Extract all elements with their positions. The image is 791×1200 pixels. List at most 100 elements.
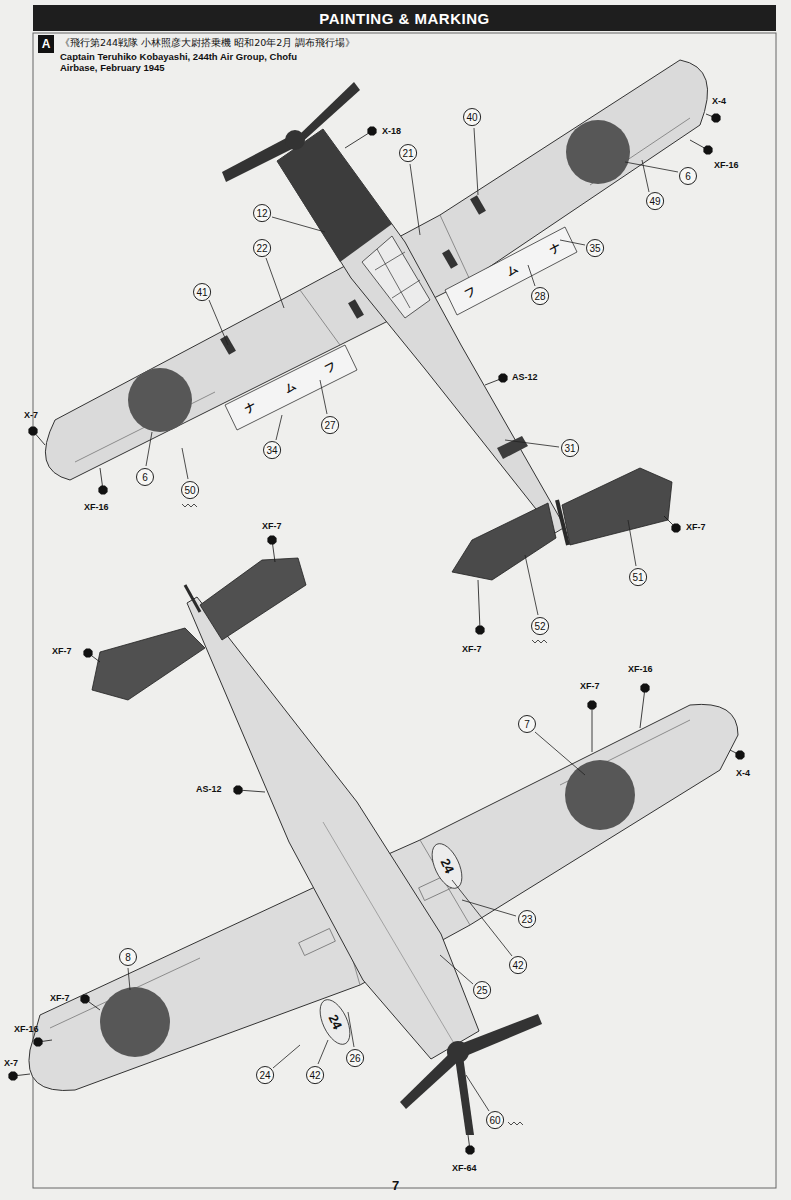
callout-circle-shape: [399, 144, 416, 161]
katakana-marking: ナ: [242, 399, 258, 416]
callout-text: 28: [534, 291, 545, 302]
leader-line: [320, 380, 327, 414]
callout-circle-shape: [629, 568, 646, 585]
color-leader: [592, 705, 593, 752]
callout-number: 42: [306, 1066, 324, 1084]
callout-text: 40: [466, 112, 477, 123]
small-decal-mark: [508, 1122, 523, 1125]
upper-wing: [45, 60, 707, 480]
katakana-marking: フ: [322, 359, 338, 376]
callout-number: 28: [531, 287, 549, 305]
callout-number: 6: [136, 468, 154, 486]
small-decal-mark: [182, 504, 197, 507]
leader-line: [625, 162, 678, 172]
callout-circle-shape: [561, 439, 578, 456]
callout-circle-shape: [321, 416, 338, 433]
callout-text: 27: [324, 420, 335, 431]
callout-text: 7: [524, 719, 530, 730]
leader-line: [535, 732, 585, 775]
color-leader: [640, 688, 645, 728]
leader-line: [628, 520, 636, 566]
gear-well: [299, 928, 336, 955]
marking-letter-box: A: [38, 35, 54, 53]
leader-line: [410, 164, 420, 235]
fuselage: [277, 129, 565, 533]
color-code: XF-7: [580, 681, 600, 692]
leader-line: [266, 258, 284, 308]
color-code: XF-16: [14, 1024, 39, 1035]
color-marker: [498, 373, 507, 382]
callout-number: 52: [531, 617, 549, 635]
callout-circle-shape: [253, 204, 270, 221]
tailplane: [452, 503, 556, 580]
callout-number: 49: [646, 192, 664, 210]
fuselage-band: [497, 436, 528, 459]
callout-number: 40: [463, 108, 481, 126]
callout-number: 27: [321, 416, 339, 434]
callout-number: 12: [253, 204, 271, 222]
leader-line: [466, 1075, 489, 1111]
color-code: XF-7: [462, 644, 482, 655]
propeller-blade: [298, 82, 360, 144]
callout-circle-shape: [253, 239, 270, 256]
callout-text: 35: [589, 243, 600, 254]
leader-line: [440, 955, 473, 984]
callout-circle-shape: [181, 481, 198, 498]
flap: [225, 345, 357, 430]
callout-number: 21: [399, 144, 417, 162]
callout-text: 41: [196, 287, 207, 298]
leader-line: [276, 415, 282, 440]
color-code: XF-16: [714, 160, 739, 171]
color-code: AS-12: [196, 784, 222, 795]
hinomaru: [566, 120, 630, 184]
callout-circle-shape: [256, 1066, 273, 1083]
callout-text: 6: [142, 472, 148, 483]
callout-circle-shape: [193, 283, 210, 300]
color-marker: [475, 625, 484, 634]
color-marker: [587, 700, 596, 709]
callout-circle-shape: [531, 287, 548, 304]
callout-circle-shape: [518, 910, 535, 927]
callout-circle-shape: [473, 981, 490, 998]
page-number: 7: [392, 1178, 399, 1194]
callout-number: 60: [486, 1111, 504, 1129]
callout-circle-shape: [306, 1066, 323, 1083]
katakana-marking: フ: [462, 284, 478, 301]
callout-number: 42: [509, 956, 527, 974]
color-marker: [80, 994, 89, 1003]
callout-text: 23: [521, 914, 532, 925]
tailplane: [200, 558, 306, 640]
callout-number: 22: [253, 239, 271, 257]
color-code: XF-7: [52, 646, 72, 657]
gear-door: [314, 995, 356, 1049]
callout-circle-shape: [463, 108, 480, 125]
leader-line: [273, 1045, 300, 1068]
callout-text: 22: [256, 243, 267, 254]
callout-circle-shape: [486, 1111, 503, 1128]
color-marker: [8, 1071, 17, 1080]
color-marker: [465, 1145, 474, 1154]
panel-line: [300, 290, 340, 345]
callout-text: 42: [309, 1070, 320, 1081]
color-marker: [367, 126, 376, 135]
callout-circle-shape: [120, 949, 137, 966]
callout-circle-shape: [531, 617, 548, 634]
callout-text: 34: [266, 445, 277, 456]
callout-text: 25: [476, 985, 487, 996]
leader-line: [209, 300, 228, 345]
leader-line: [528, 265, 535, 286]
callout-number: 24: [256, 1066, 274, 1084]
callout-number: 31: [561, 439, 579, 457]
callout-text: 6: [685, 171, 691, 182]
callout-number: 35: [586, 239, 604, 257]
canopy-frame: [392, 280, 420, 298]
color-marker: [28, 426, 37, 435]
leader-line: [642, 160, 649, 192]
color-code: XF-16: [84, 502, 109, 513]
walkway-mark: [348, 299, 364, 319]
color-code: XF-16: [628, 664, 653, 675]
walkway-mark: [442, 249, 458, 269]
japanese-caption: 《飛行第244戦隊 小林照彦大尉搭乗機 昭和20年2月 調布飛行場》: [60, 37, 355, 48]
